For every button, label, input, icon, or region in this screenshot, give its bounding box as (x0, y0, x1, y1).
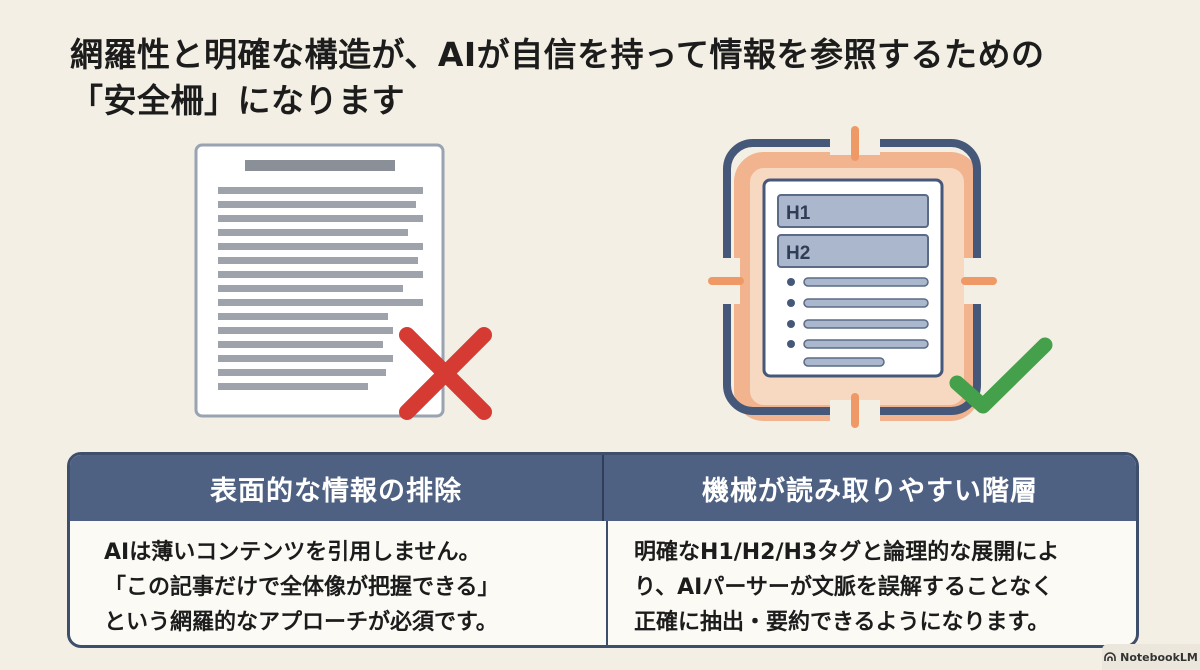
header-surface-info-removal: 表面的な情報の排除 (210, 475, 462, 507)
check-mark-icon (949, 337, 1053, 414)
watermark-label: NotebookLM (1120, 650, 1198, 664)
title-line-2: 「安全柵」になります (70, 81, 405, 120)
cell-text-line: AIは薄いコンテンツを引用しません。 (104, 540, 481, 565)
illustration: H1 H2 (194, 126, 1053, 428)
notebooklm-logo-icon (1104, 652, 1116, 661)
heading-h1-label: H1 (786, 203, 811, 224)
cell-text-line: 「この記事だけで全体像が把握できる」 (104, 575, 500, 600)
comparison-table: 表面的な情報の排除 機械が読み取りやすい階層 AIは薄いコンテンツを引用しません… (67, 452, 1139, 648)
cell-machine-readable-hierarchy: 明確なH1/H2/H3タグと論理的な展開によ り、AIパーサーが文脈を誤解するこ… (606, 521, 1136, 645)
structured-document-icon: H1 H2 (708, 126, 997, 428)
cross-mark-icon (399, 327, 492, 420)
title-line-1: 網羅性と明確な構造が、AIが自信を持って情報を参照するための (70, 35, 1045, 74)
unstructured-document-icon (194, 143, 445, 418)
notebooklm-watermark: NotebookLM (1102, 644, 1200, 670)
cell-text-line: 明確なH1/H2/H3タグと論理的な展開によ (634, 540, 1060, 565)
cell-surface-info-removal: AIは薄いコンテンツを引用しません。 「この記事だけで全体像が把握できる」 とい… (70, 521, 606, 645)
table-body: AIは薄いコンテンツを引用しません。 「この記事だけで全体像が把握できる」 とい… (70, 521, 1136, 645)
cell-text-line: という網羅的なアプローチが必須です。 (104, 610, 498, 635)
table-header: 表面的な情報の排除 機械が読み取りやすい階層 (70, 455, 1136, 521)
page-title: 網羅性と明確な構造が、AIが自信を持って情報を参照するための 「安全柵」になりま… (70, 32, 1150, 124)
cell-text-line: 正確に抽出・要約できるようになります。 (634, 610, 1050, 635)
heading-h2-label: H2 (786, 243, 810, 264)
cell-text-line: り、AIパーサーが文脈を誤解することなく (634, 575, 1054, 600)
header-machine-readable-hierarchy: 機械が読み取りやすい階層 (602, 455, 1136, 521)
